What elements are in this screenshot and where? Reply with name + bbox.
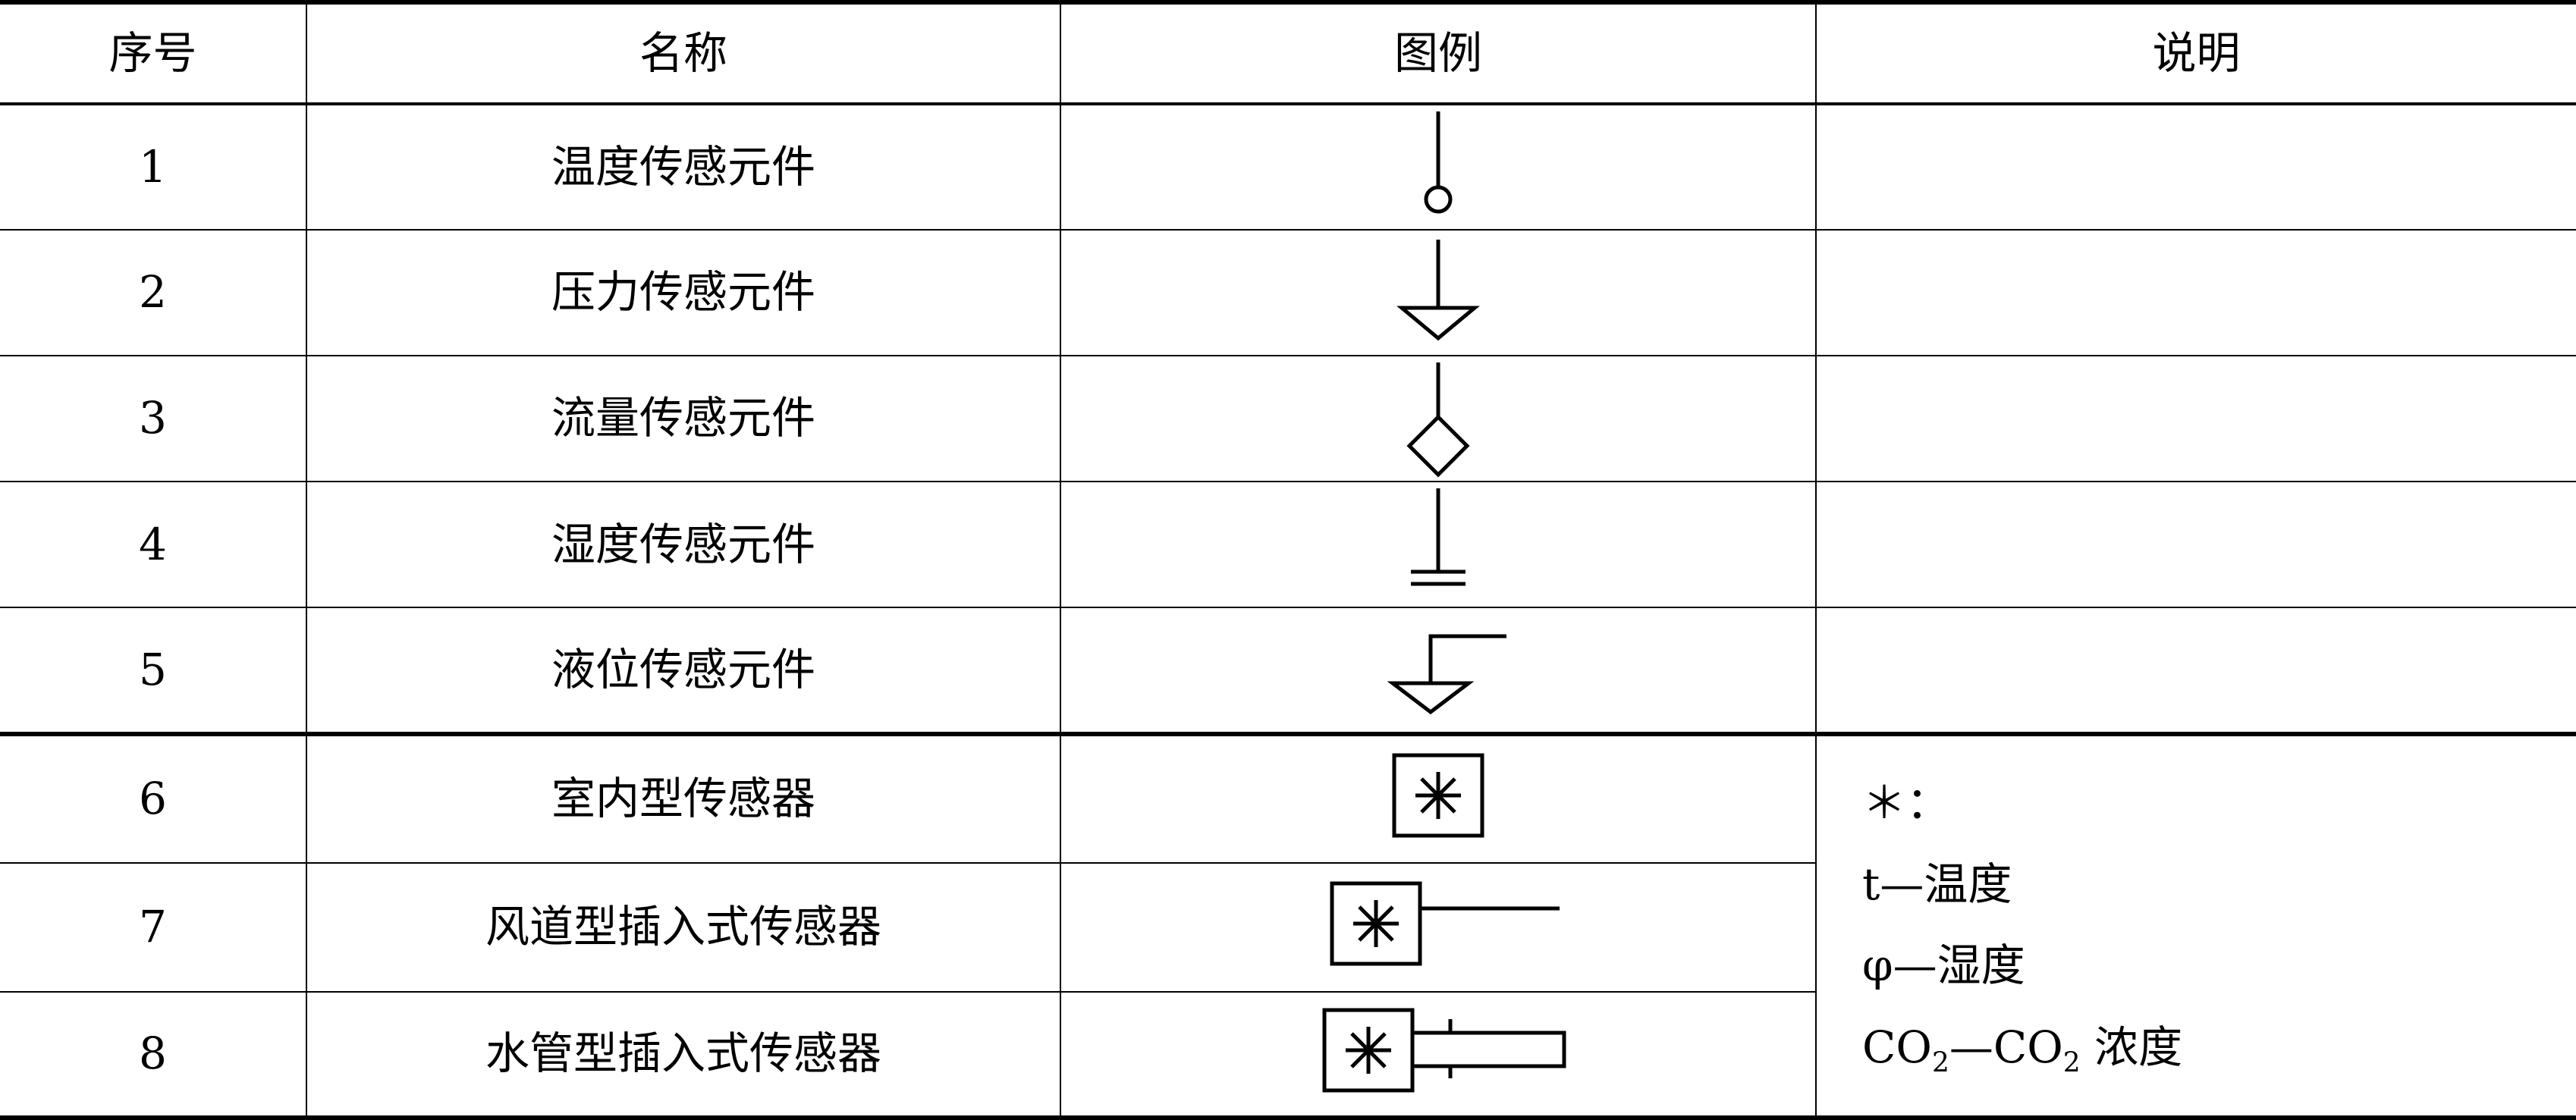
row-name: 湿度传感元件 — [306, 482, 1061, 609]
header-no: 序号 — [0, 0, 307, 105]
note-co2-a-sub: 2 — [1931, 1047, 1949, 1079]
header-note: 说明 — [1815, 0, 2576, 105]
note-t-symbol: t — [1862, 858, 1880, 911]
table-row: 4 湿度传感元件 — [0, 482, 2576, 609]
row-name: 流量传感元件 — [306, 356, 1061, 483]
row-no: 2 — [0, 230, 307, 357]
note-co2-b-sub: 2 — [2062, 1047, 2081, 1079]
pressure-sensor-symbol — [1396, 240, 1480, 341]
table-row: 7 风道型插入式传感器 — [0, 862, 2576, 993]
row-name: 温度传感元件 — [306, 104, 1061, 231]
note-co2-b: CO — [1993, 1021, 2063, 1073]
note-t-desc: —温度 — [1880, 858, 2012, 911]
row-no: 4 — [0, 482, 307, 609]
row-no: 7 — [0, 862, 307, 993]
note-humidity: φ—湿度 — [1862, 925, 2576, 1006]
row-note — [1815, 482, 2576, 609]
row-no: 1 — [0, 104, 307, 231]
row-no: 5 — [0, 607, 307, 736]
note-phi-symbol: φ — [1862, 940, 1893, 992]
table-row: 5 液位传感元件 — [0, 607, 2576, 736]
duct-insertion-sensor-symbol — [1330, 881, 1560, 966]
temperature-sensor-symbol — [1424, 111, 1453, 214]
row-note — [1815, 607, 2576, 736]
header-name: 名称 — [306, 0, 1061, 105]
indoor-sensor-symbol — [1392, 753, 1484, 838]
table-row: 3 流量传感元件 — [0, 356, 2576, 483]
row-note — [1815, 356, 2576, 483]
row-note — [1815, 230, 2576, 357]
row-name: 压力传感元件 — [306, 230, 1061, 357]
row-note — [1815, 104, 2576, 231]
flow-sensor-symbol — [1406, 362, 1470, 478]
row-name: 室内型传感器 — [306, 733, 1061, 864]
table-row: 8 水管型插入式传感器 — [0, 991, 2576, 1120]
row-no: 6 — [0, 733, 307, 864]
note-phi-desc: —湿度 — [1893, 940, 2025, 992]
note-cell: ＊： t—温度 φ—湿度 CO2—CO2 浓度 — [1815, 733, 2576, 1120]
table-row: 6 室内型传感器 ＊： t—温度 φ—湿度 CO2—CO2 浓度 — [0, 733, 2576, 1120]
humidity-sensor-symbol — [1411, 488, 1465, 586]
note-heading: ＊： — [1862, 776, 1951, 829]
row-no: 3 — [0, 356, 307, 483]
row-no: 8 — [0, 991, 307, 1120]
table-row: 2 压力传感元件 — [0, 230, 2576, 357]
table-row: 1 温度传感元件 — [0, 104, 2576, 231]
note-co2: CO2—CO2 浓度 — [1862, 1007, 2576, 1089]
note-co2-dash: — — [1949, 1021, 1993, 1073]
header-row: 序号 名称 图例 说明 — [0, 0, 2576, 105]
note-co2-a: CO — [1862, 1021, 1932, 1073]
row-name: 水管型插入式传感器 — [306, 991, 1061, 1120]
level-sensor-symbol — [1387, 634, 1506, 715]
header-symbol: 图例 — [1060, 0, 1817, 105]
pipe-insertion-sensor-symbol — [1322, 1008, 1566, 1093]
row-name: 风道型插入式传感器 — [306, 862, 1061, 993]
row-name: 液位传感元件 — [306, 607, 1061, 736]
note-co2-desc: 浓度 — [2080, 1021, 2183, 1073]
note-temperature: t—温度 — [1862, 844, 2576, 925]
